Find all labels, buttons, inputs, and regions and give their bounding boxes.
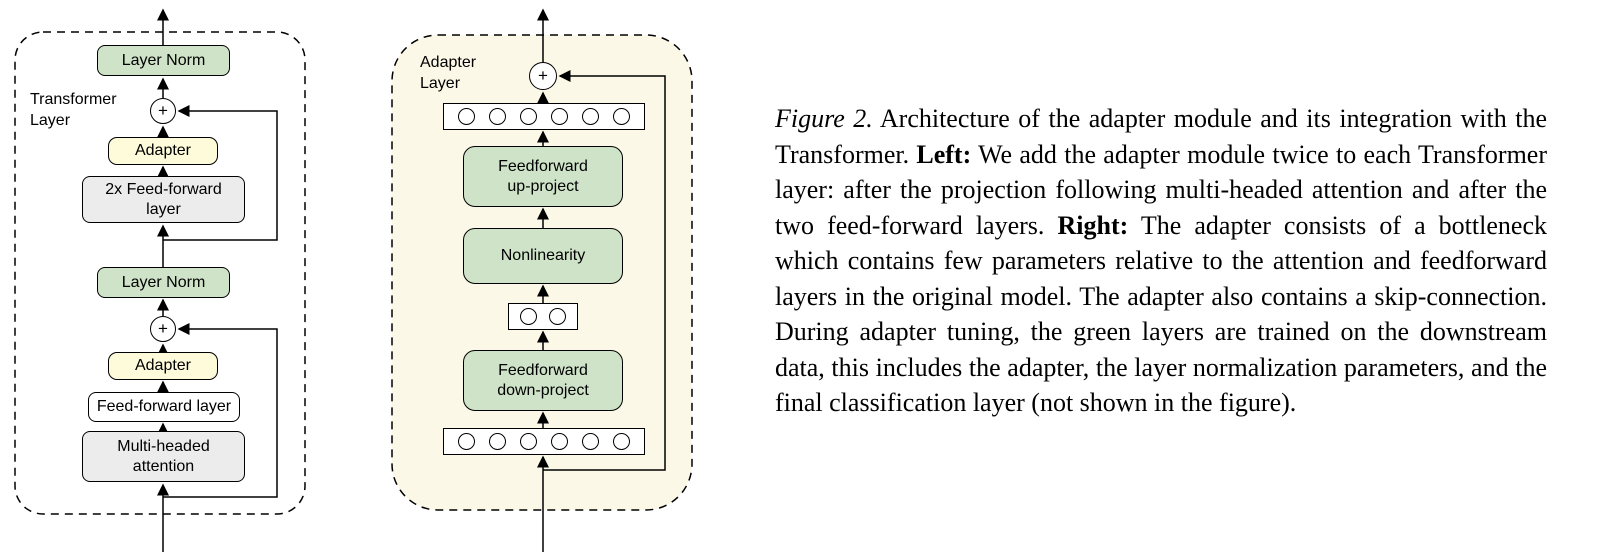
feature-circle xyxy=(551,433,568,450)
add-node-bottom: + xyxy=(150,316,176,342)
layer-norm-top-box: Layer Norm xyxy=(97,45,230,76)
feature-row-bottom xyxy=(443,428,645,455)
feature-circle xyxy=(520,308,538,325)
transformer-connector-lines xyxy=(14,8,306,552)
feature-circle xyxy=(489,108,506,125)
nonlinearity-box: Nonlinearity xyxy=(463,228,623,284)
feature-circle xyxy=(551,108,568,125)
caption-left-label: Left: xyxy=(916,139,972,169)
adapter-layer-diagram: Adapter Layer + Feedforward up-project N… xyxy=(380,0,710,558)
add-node: + xyxy=(529,62,557,90)
feature-circle xyxy=(582,433,599,450)
add-node-top: + xyxy=(150,98,176,124)
feature-circle xyxy=(582,108,599,125)
feedforward-up-project-box: Feedforward up-project xyxy=(463,146,623,207)
feature-circle xyxy=(458,108,475,125)
layer-norm-bottom-box: Layer Norm xyxy=(97,267,230,298)
feature-circle xyxy=(548,308,566,325)
bottleneck-row xyxy=(508,303,578,330)
transformer-layer-border xyxy=(14,31,306,515)
feature-row-top xyxy=(443,103,645,130)
adapter-bottom-box: Adapter xyxy=(108,352,218,380)
figure-label: Figure 2. xyxy=(775,104,873,133)
transformer-layer-label: Transformer Layer xyxy=(30,91,117,129)
caption-right-text: The adapter consists of a bottleneck whi… xyxy=(775,210,1547,418)
feature-circle xyxy=(613,108,630,125)
feedforward-down-project-box: Feedforward down-project xyxy=(463,350,623,411)
figure-caption: Figure 2. Architecture of the adapter mo… xyxy=(775,101,1547,421)
transformer-layer-diagram: Transformer Layer Layer Norm + Adapter 2… xyxy=(10,0,340,558)
feature-circle xyxy=(489,433,506,450)
feedforward-2x-box: 2x Feed-forward layer xyxy=(82,176,245,223)
adapter-layer-label: Adapter Layer xyxy=(420,54,477,92)
adapter-top-box: Adapter xyxy=(108,137,218,165)
feature-circle xyxy=(458,433,475,450)
feature-circle xyxy=(520,108,537,125)
feature-circle xyxy=(613,433,630,450)
caption-intro: Architecture of the adapter module and i… xyxy=(775,104,1547,169)
feature-circle xyxy=(520,433,537,450)
caption-right-label: Right: xyxy=(1057,210,1129,240)
caption-left-text: We add the adapter module twice to each … xyxy=(775,139,1547,240)
multi-headed-attention-box: Multi-headed attention xyxy=(82,431,245,482)
feedforward-layer-box: Feed-forward layer xyxy=(88,392,240,422)
